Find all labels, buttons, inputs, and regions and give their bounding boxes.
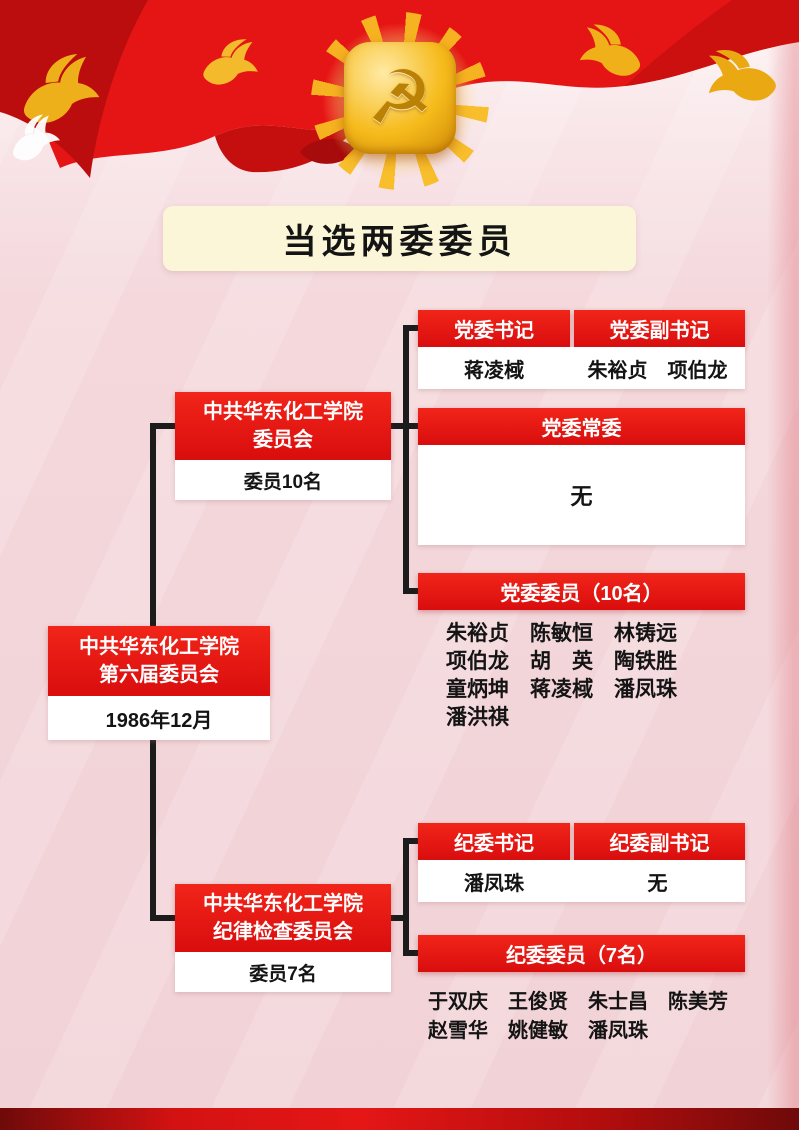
bottom-bar — [0, 1108, 799, 1130]
dove-icon — [203, 39, 258, 85]
party-committee-box: 中共华东化工学院 委员会 — [175, 392, 391, 460]
dove-icon — [24, 54, 100, 123]
discipline-deputy-secretary-header: 纪委副书记 — [574, 823, 745, 860]
page-title-text: 当选两委委员 — [282, 223, 517, 261]
party-members-header: 党委委员（10名） — [418, 573, 745, 610]
connector-discipline-stub-1 — [403, 838, 420, 844]
discipline-members-header: 纪委委员（7名） — [418, 935, 745, 972]
discipline-committee-name-line1: 中共华东化工学院 — [203, 893, 363, 915]
party-members-line: 童炳坤 蒋凌棫 潘凤珠 — [446, 678, 677, 701]
connector-discipline-branch — [391, 915, 405, 921]
party-secretary-header: 党委书记 — [418, 310, 570, 347]
party-standing-committee-value: 无 — [418, 445, 745, 545]
party-secretary-value: 蒋凌棫 — [464, 359, 524, 382]
connector-discipline-vertical — [403, 838, 409, 956]
header-artwork: ☭ — [0, 0, 799, 215]
party-member-count-box: 委员10名 — [175, 460, 391, 500]
connector-left-bottom-stub — [150, 915, 177, 921]
discipline-secretary-value: 潘凤珠 — [464, 872, 524, 895]
discipline-committee-name-line2: 纪律检查委员会 — [213, 921, 353, 943]
discipline-deputy-secretary-value: 无 — [647, 872, 668, 895]
background-stripe — [767, 0, 799, 1110]
hammer-sickle-icon: ☭ — [366, 55, 434, 141]
connector-party-vertical — [403, 325, 409, 594]
root-committee-name-line1: 中共华东化工学院 — [79, 636, 239, 658]
party-members-line: 项伯龙 胡 英 陶铁胜 — [446, 650, 677, 673]
connector-party-stub-2 — [391, 423, 420, 429]
discipline-members-line: 赵雪华 姚健敏 潘凤珠 — [428, 1020, 648, 1042]
party-members-list: 朱裕贞 陈敏恒 林铸远 项伯龙 胡 英 陶铁胜 童炳坤 蒋凌棫 潘凤珠 潘洪祺 — [446, 620, 746, 732]
root-committee-name-line2: 第六届委员会 — [99, 664, 219, 686]
party-members-line: 潘洪祺 — [446, 706, 509, 729]
party-deputy-secretary-header: 党委副书记 — [574, 310, 745, 347]
discipline-committee-box: 中共华东化工学院 纪律检查委员会 — [175, 884, 391, 952]
discipline-members-line: 于双庆 王俊贤 朱士昌 陈美芳 — [428, 991, 728, 1013]
root-date-box: 1986年12月 — [48, 696, 270, 740]
party-committee-name-line1: 中共华东化工学院 — [203, 401, 363, 423]
dove-icon — [13, 114, 60, 161]
connector-party-stub-1 — [403, 325, 420, 331]
discipline-member-count-box: 委员7名 — [175, 952, 391, 992]
root-committee-box: 中共华东化工学院 第六届委员会 — [48, 626, 270, 696]
party-committee-name-line2: 委员会 — [253, 429, 313, 451]
connector-discipline-stub-2 — [403, 950, 420, 956]
party-standing-committee-header: 党委常委 — [418, 408, 745, 445]
connector-left-top-stub — [150, 423, 177, 429]
party-members-line: 朱裕贞 陈敏恒 林铸远 — [446, 622, 677, 645]
party-deputy-secretary-value: 朱裕贞 项伯龙 — [587, 359, 728, 382]
discipline-members-list: 于双庆 王俊贤 朱士昌 陈美芳 赵雪华 姚健敏 潘凤珠 — [428, 988, 748, 1046]
discipline-secretary-header: 纪委书记 — [418, 823, 570, 860]
dove-icon — [579, 24, 641, 76]
connector-party-stub-3 — [403, 588, 420, 594]
party-emblem-icon: ☭ — [311, 12, 489, 190]
discipline-secretary-values-row: 潘凤珠 无 — [418, 860, 745, 902]
emblem-core: ☭ — [344, 42, 456, 154]
party-secretary-values-row: 蒋凌棫 朱裕贞 项伯龙 — [418, 347, 745, 389]
dove-icon — [708, 50, 776, 101]
page-title: 当选两委委员 — [163, 206, 636, 271]
